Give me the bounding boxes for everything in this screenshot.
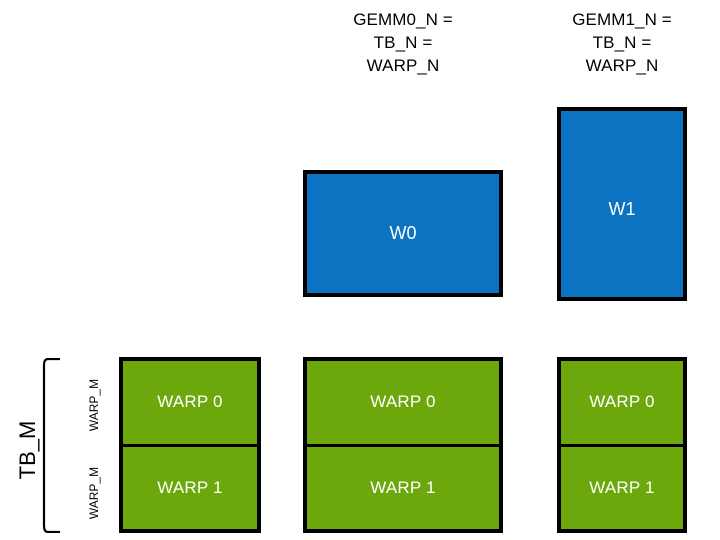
warp-cell: WARP 0 (123, 361, 257, 447)
axis-label-warp-m-bottom: WARP_M (87, 466, 101, 520)
warp-stack-1: WARP 0 WARP 1 (303, 357, 503, 533)
column-caption-gemm0: GEMM0_N = TB_N = WARP_N (353, 10, 453, 75)
warp-cell: WARP 0 (561, 361, 683, 447)
warp-stack-2: WARP 0 WARP 1 (557, 357, 687, 533)
warp-cell: WARP 1 (123, 446, 257, 529)
warp-tile-w1: W1 (557, 107, 687, 301)
warp-tile-w0: W0 (303, 170, 503, 297)
axis-label-warp-m-top: WARP_M (87, 378, 101, 432)
warp-cell: WARP 1 (561, 446, 683, 529)
warp-cell: WARP 0 (307, 361, 499, 447)
axis-label-tb-m: TB_M (15, 420, 40, 480)
warp-stack-0: WARP 0 WARP 1 (119, 357, 261, 533)
warp-tile-w0-label: W0 (389, 223, 417, 243)
column-caption-gemm1: GEMM1_N = TB_N = WARP_N (572, 10, 672, 75)
tb-m-bracket-icon (42, 358, 60, 533)
warp-cell: WARP 1 (307, 446, 499, 529)
warp-tile-w1-label: W1 (608, 199, 636, 219)
